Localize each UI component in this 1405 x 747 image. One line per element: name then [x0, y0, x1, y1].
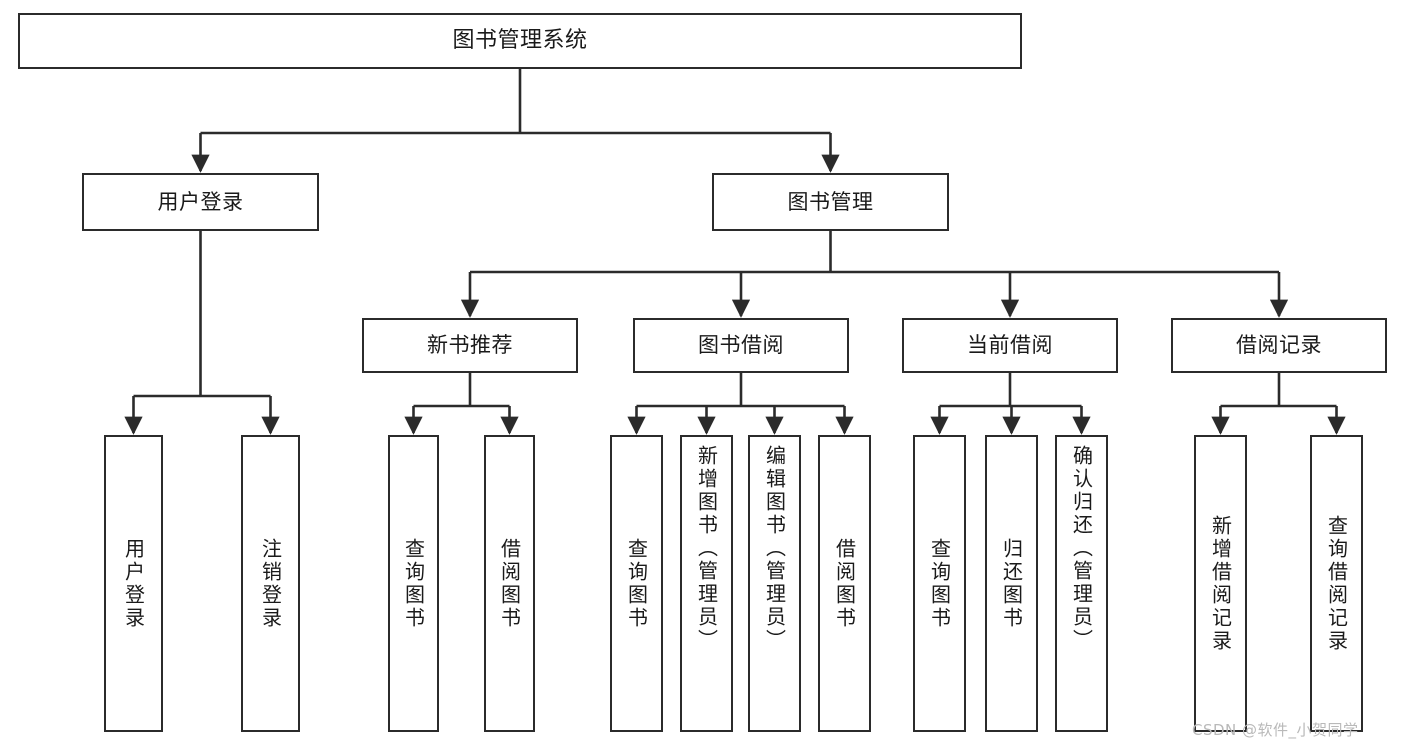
node-leaf-6[interactable]: 编辑图书（管理员）: [748, 435, 801, 732]
node-leaf-11[interactable]: 新增借阅记录: [1194, 435, 1247, 732]
node-l3-2-label: 当前借阅: [967, 333, 1053, 358]
node-l2-0[interactable]: 用户登录: [82, 173, 319, 231]
node-l2-1[interactable]: 图书管理: [712, 173, 949, 231]
node-leaf-12[interactable]: 查询借阅记录: [1310, 435, 1363, 732]
node-leaf-1-label: 注销登录: [258, 537, 283, 630]
node-leaf-7[interactable]: 借阅图书: [818, 435, 871, 732]
node-leaf-9[interactable]: 归还图书: [985, 435, 1038, 732]
node-l3-1[interactable]: 图书借阅: [633, 318, 849, 373]
node-leaf-0-label: 用户登录: [121, 537, 146, 630]
node-leaf-1[interactable]: 注销登录: [241, 435, 300, 732]
node-leaf-11-label: 新增借阅记录: [1208, 514, 1233, 653]
node-leaf-10-label: 确认归还（管理员）: [1069, 445, 1094, 652]
node-leaf-8-label: 查询图书: [927, 537, 952, 630]
node-l3-2[interactable]: 当前借阅: [902, 318, 1118, 373]
node-leaf-3-label: 借阅图书: [497, 537, 522, 630]
csdn-watermark: CSDN @软件_小贺同学: [1192, 721, 1359, 739]
node-leaf-2-label: 查询图书: [401, 537, 426, 630]
node-root-label: 图书管理系统: [452, 27, 588, 53]
node-l3-0-label: 新书推荐: [427, 333, 513, 358]
node-l3-3-label: 借阅记录: [1236, 333, 1322, 358]
node-leaf-4[interactable]: 查询图书: [610, 435, 663, 732]
node-leaf-2[interactable]: 查询图书: [388, 435, 439, 732]
node-leaf-3[interactable]: 借阅图书: [484, 435, 535, 732]
node-leaf-12-label: 查询借阅记录: [1324, 514, 1349, 653]
node-leaf-9-label: 归还图书: [999, 537, 1024, 630]
node-leaf-4-label: 查询图书: [624, 537, 649, 630]
node-l2-0-label: 用户登录: [157, 189, 244, 214]
node-l3-3[interactable]: 借阅记录: [1171, 318, 1387, 373]
node-root[interactable]: 图书管理系统: [18, 13, 1022, 69]
node-leaf-0[interactable]: 用户登录: [104, 435, 163, 732]
node-leaf-6-label: 编辑图书（管理员）: [762, 445, 787, 652]
node-leaf-5-label: 新增图书（管理员）: [694, 445, 719, 652]
node-l3-0[interactable]: 新书推荐: [362, 318, 578, 373]
node-leaf-7-label: 借阅图书: [832, 537, 857, 630]
node-l3-1-label: 图书借阅: [698, 333, 784, 358]
node-leaf-5[interactable]: 新增图书（管理员）: [680, 435, 733, 732]
node-l2-1-label: 图书管理: [787, 189, 874, 214]
node-leaf-8[interactable]: 查询图书: [913, 435, 966, 732]
node-leaf-10[interactable]: 确认归还（管理员）: [1055, 435, 1108, 732]
